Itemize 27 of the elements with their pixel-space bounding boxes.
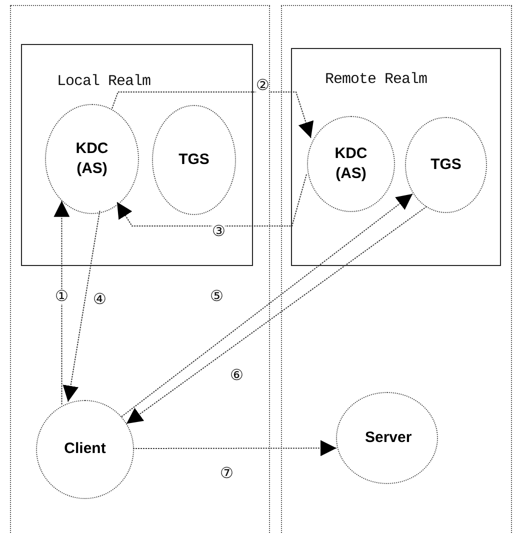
arrow <box>54 200 70 405</box>
arrow <box>112 92 314 138</box>
arrow <box>132 440 338 456</box>
node-label: KDC (AS) <box>74 138 110 179</box>
step-number: ⑦ <box>220 466 233 481</box>
server-circle <box>45 104 139 214</box>
step-number: ⑥ <box>230 368 243 383</box>
step-number: ② <box>256 78 269 93</box>
node-label: Server <box>365 428 409 448</box>
step-number: ⑤ <box>210 289 223 304</box>
step-number: ③ <box>212 224 225 239</box>
node-label: TGS <box>430 154 462 175</box>
realm-panel <box>281 5 512 533</box>
node-label: KDC (AS) <box>334 144 368 184</box>
realm-title: Local Realm <box>57 73 151 90</box>
realm-box <box>291 48 501 266</box>
node-label: Client <box>63 439 107 460</box>
server-circle <box>405 117 487 213</box>
server-circle <box>336 392 438 484</box>
step-number: ① <box>55 289 68 304</box>
realm-title: Remote Realm <box>325 71 428 88</box>
server-circle <box>152 105 236 215</box>
server-circle <box>36 400 134 499</box>
server-circle <box>307 116 395 212</box>
node-label: TGS <box>178 150 210 170</box>
arrow <box>62 210 100 402</box>
step-number: ④ <box>93 292 106 307</box>
